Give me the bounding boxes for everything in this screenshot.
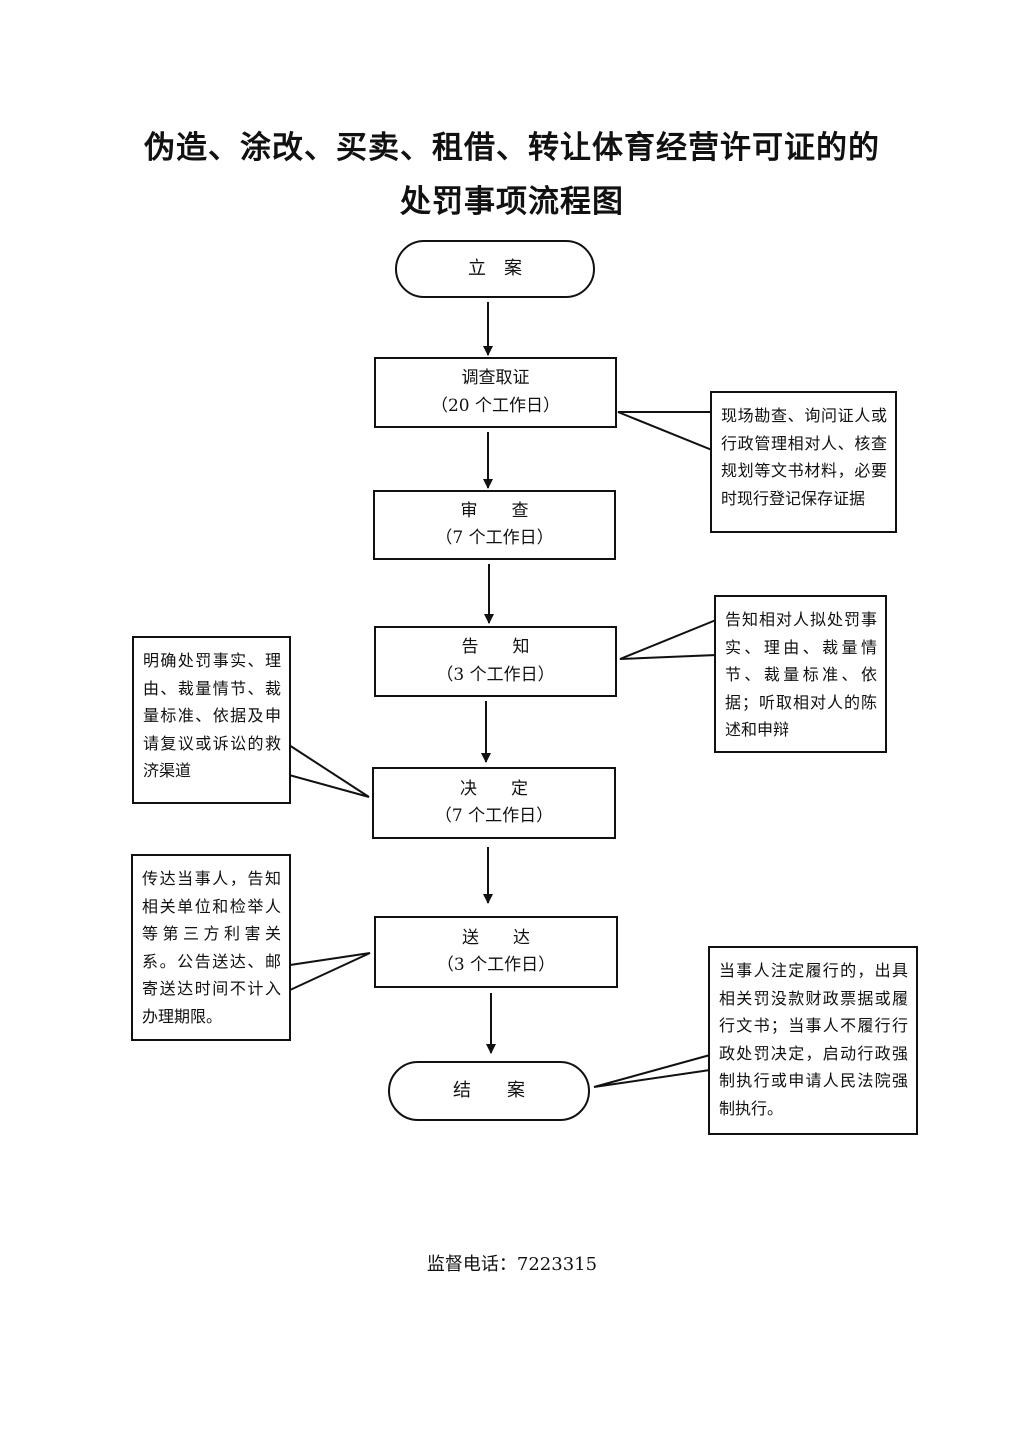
step-decision-duration: （7 个工作日）: [434, 806, 554, 826]
step-investigation-label: 调查取证: [461, 368, 530, 389]
step-decision: 决 定 （7 个工作日）: [372, 767, 616, 839]
step-review-label: 审 查: [460, 500, 529, 521]
step-notify: 告 知 （3 个工作日）: [374, 626, 617, 697]
callout-pointer-notify: [619, 618, 717, 660]
step-delivery-duration: （3 个工作日）: [436, 955, 556, 975]
diagram-title-line2: 处罚事项流程图: [400, 184, 624, 220]
note-investigation: 现场勘查、询问证人或行政管理相对人、核查规划等文书材料，必要时现行登记保存证据: [710, 391, 897, 533]
step-close-label: 结 案: [453, 1079, 525, 1101]
step-notify-duration: （3 个工作日）: [436, 664, 555, 685]
note-notify: 告知相对人拟处罚事实、理由、裁量情节、裁量标准、依据；听取相对人的陈述和申辩: [714, 595, 887, 753]
diagram-title-line1: 伪造、涂改、买卖、租借、转让体育经营许可证的的: [144, 130, 880, 166]
step-review-duration: （7 个工作日）: [435, 528, 554, 548]
note-delivery: 传达当事人，告知相关单位和检举人等第三方利害关系。公告送达、邮寄送达时间不计入办…: [131, 854, 291, 1041]
step-delivery-label: 送 达: [462, 927, 530, 948]
step-decision-label: 决 定: [460, 778, 528, 799]
step-delivery: 送 达 （3 个工作日）: [374, 916, 618, 988]
step-review: 审 查 （7 个工作日）: [373, 490, 616, 560]
step-investigation-duration: （20 个工作日）: [430, 395, 561, 416]
note-decision: 明确处罚事实、理由、裁量情节、裁量标准、依据及申请复议或诉讼的救济渠道: [132, 636, 291, 804]
callout-pointer-delivery: [289, 952, 371, 992]
step-close: 结 案: [388, 1061, 590, 1121]
callout-pointer-decision: [288, 743, 370, 798]
callout-pointer-close: [593, 1053, 711, 1088]
step-notify-label: 告 知: [461, 637, 530, 658]
supervision-phone: 监督电话：7223315: [426, 1254, 598, 1275]
callout-pointer-investigation: [617, 411, 713, 452]
note-close: 当事人注定履行的，出具相关罚没款财政票据或履行文书；当事人不履行行政处罚决定，启…: [708, 946, 918, 1135]
step-start-label: 立 案: [468, 257, 522, 279]
step-start: 立 案: [395, 240, 595, 298]
step-investigation: 调查取证 （20 个工作日）: [374, 357, 617, 428]
